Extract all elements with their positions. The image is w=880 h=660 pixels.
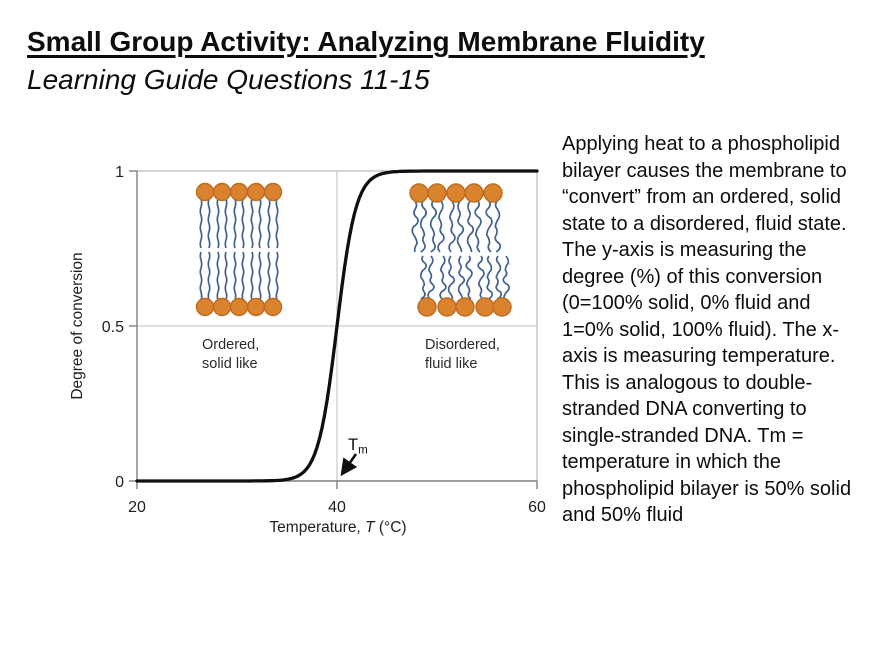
lipid-head — [229, 182, 249, 202]
membrane-fluidity-chart: Tm Ordered, solid like Disordered, fluid… — [69, 164, 546, 536]
lipid-head — [483, 183, 503, 203]
x-tick-label-40: 40 — [328, 499, 346, 516]
lipid-tail — [224, 198, 228, 249]
lipid-tail — [216, 251, 220, 301]
lipid-tail — [457, 255, 466, 300]
lipid-tail — [474, 200, 482, 253]
lipid-tail — [216, 198, 220, 249]
lipid-head — [212, 297, 232, 317]
lipid-tail — [494, 200, 502, 253]
x-axis-label-suffix: (°C) — [375, 519, 407, 536]
tm-main: T — [348, 436, 358, 454]
lipid-head — [263, 182, 283, 202]
lipid-tail — [207, 251, 211, 301]
x-tick-label-60: 60 — [528, 499, 546, 516]
lipid-tail — [427, 255, 435, 300]
lipid-tail — [437, 200, 445, 253]
lipid-tail — [241, 251, 245, 301]
lipid-tail — [250, 251, 254, 301]
lipid-head — [409, 183, 429, 203]
lipid-head — [455, 297, 475, 317]
lipid-head — [475, 297, 495, 317]
disordered-label-line2: fluid like — [425, 356, 477, 372]
lipid-tail — [411, 200, 419, 253]
y-tick-label-1: 1 — [115, 164, 124, 181]
lipid-tail — [258, 198, 262, 249]
x-axis-label-prefix: Temperature, — [269, 519, 365, 536]
region-labels: Ordered, solid like Disordered, fluid li… — [202, 337, 500, 372]
tm-arrow — [340, 453, 358, 477]
lipid-tails — [199, 198, 279, 301]
lipid-head — [437, 297, 457, 317]
ordered-label-line1: Ordered, — [202, 337, 259, 353]
description-panel: Applying heat to a phospholipid bilayer … — [562, 131, 852, 529]
lipid-tail — [448, 200, 456, 253]
lipid-tail — [199, 198, 203, 249]
lipid-tail — [267, 198, 271, 249]
y-tick-label-0: 0 — [115, 474, 124, 491]
slide-title: Small Group Activity: Analyzing Membrane… — [27, 26, 705, 57]
slide-subtitle: Learning Guide Questions 11-15 — [27, 64, 430, 95]
lipid-tail — [485, 200, 493, 253]
lipid-tail — [502, 255, 510, 300]
lipid-tail — [429, 200, 438, 253]
lipid-tail — [233, 198, 237, 249]
membrane-fluidity-figure: Tm Ordered, solid like Disordered, fluid… — [50, 120, 550, 560]
lipid-tail — [207, 198, 211, 249]
lipid-tail — [466, 200, 475, 253]
lipid-head — [464, 183, 484, 203]
axis-ticks — [129, 170, 538, 489]
lipid-tail — [224, 251, 228, 301]
lipid-tail — [199, 251, 203, 301]
lipid-head — [246, 182, 266, 202]
lipid-tail — [477, 255, 485, 300]
lipid-head — [229, 297, 249, 317]
lipid-tail — [456, 200, 465, 253]
lipid-head — [492, 297, 512, 317]
lipid-tail — [495, 255, 503, 300]
lipid-head — [446, 183, 466, 203]
lipid-tail — [275, 198, 279, 249]
lipid-tail — [439, 255, 447, 300]
tm-subscript: m — [358, 445, 368, 457]
disordered-bilayer-illustration — [409, 183, 512, 317]
lipid-tail — [233, 251, 237, 301]
lipid-head — [246, 297, 266, 317]
lipid-head — [212, 182, 232, 202]
lipid-head — [263, 297, 283, 317]
description-text: Applying heat to a phospholipid bilayer … — [562, 133, 852, 526]
lipid-tail — [258, 251, 262, 301]
lipid-tail — [447, 255, 456, 300]
lipid-tails — [411, 200, 510, 300]
y-tick-label-0.5: 0.5 — [102, 319, 124, 336]
lipid-tail — [267, 251, 271, 301]
y-axis-label: Degree of conversion — [69, 252, 86, 399]
lipid-head — [195, 182, 215, 202]
x-axis-label: Temperature, T (°C) — [269, 519, 406, 536]
x-axis-label-symbol: T — [365, 519, 376, 536]
lipid-tail — [419, 255, 428, 300]
lipid-tail — [250, 198, 254, 249]
lipid-head — [417, 297, 437, 317]
sigmoid-curve — [135, 169, 539, 483]
disordered-label-line1: Disordered, — [425, 337, 500, 353]
lipid-tail — [241, 198, 245, 249]
ordered-bilayer-illustration — [195, 182, 283, 317]
lipid-tail — [486, 255, 494, 300]
tm-annotation: Tm — [348, 436, 368, 457]
lipid-tail — [465, 255, 473, 300]
lipid-tail — [275, 251, 279, 301]
lipid-tail — [419, 200, 428, 253]
ordered-label-line2: solid like — [202, 356, 258, 372]
lipid-head — [195, 297, 215, 317]
x-tick-label-20: 20 — [128, 499, 146, 516]
lipid-head — [427, 183, 447, 203]
